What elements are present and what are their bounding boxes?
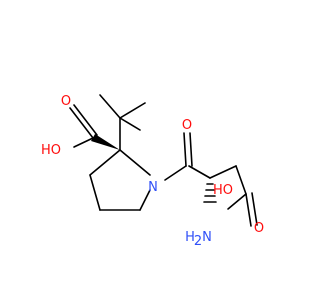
label-amine-h: H bbox=[185, 230, 195, 245]
label-amine-subscript: 2 bbox=[194, 234, 202, 249]
wedge-bond-c2-carboxyl bbox=[91, 134, 120, 150]
amine-label-group: H 2 N bbox=[185, 230, 212, 249]
bond-gamma-co-b bbox=[251, 192, 258, 226]
bond-tbutyl-methyl-2 bbox=[119, 102, 146, 119]
bond-carboxyl-co-a bbox=[69, 107, 94, 139]
bond-carboxyl-co-b bbox=[73, 104, 98, 136]
pyrrolidine-ring bbox=[89, 149, 151, 211]
tert-butyl-group bbox=[99, 94, 146, 151]
molecule-structure-diagram: HO O N O H 2 N HO O bbox=[41, 94, 264, 249]
label-amine-n: N bbox=[202, 230, 212, 245]
bond-ring-c3-c4 bbox=[89, 174, 101, 211]
bond-n-carbonyl bbox=[164, 165, 187, 181]
label-oxygen-amide: O bbox=[182, 118, 192, 133]
bond-amide-co-b bbox=[189, 132, 193, 167]
label-hydroxyl-right: HO bbox=[213, 183, 233, 198]
bond-tbutyl-methyl-3 bbox=[119, 117, 141, 131]
bond-ring-c2-c3 bbox=[89, 149, 121, 176]
bond-alpha-beta bbox=[209, 165, 237, 179]
bond-amide-co-a bbox=[183, 132, 187, 167]
label-hydroxyl-left: HO bbox=[41, 143, 61, 158]
amide-linkage bbox=[164, 132, 211, 181]
bond-carbonyl-alpha bbox=[188, 165, 211, 179]
bond-beta-gamma bbox=[235, 165, 247, 195]
carboxylic-acid-left bbox=[69, 104, 120, 150]
label-nitrogen-ring: N bbox=[148, 180, 158, 195]
bond-tbutyl-methyl-1 bbox=[99, 94, 121, 119]
bond-carboxyl-oh bbox=[73, 137, 94, 148]
bond-ring-c5-n bbox=[139, 189, 151, 211]
side-chain-acid bbox=[209, 165, 258, 227]
label-oxygen-left-carbonyl: O bbox=[61, 94, 71, 109]
label-oxygen-right-carbonyl: O bbox=[254, 221, 264, 236]
bond-ring-n-c2 bbox=[119, 149, 151, 176]
bond-gamma-co-a bbox=[245, 193, 252, 227]
bond-gamma-oh bbox=[227, 193, 247, 210]
hashed-wedge-alpha-amine bbox=[203, 183, 217, 203]
